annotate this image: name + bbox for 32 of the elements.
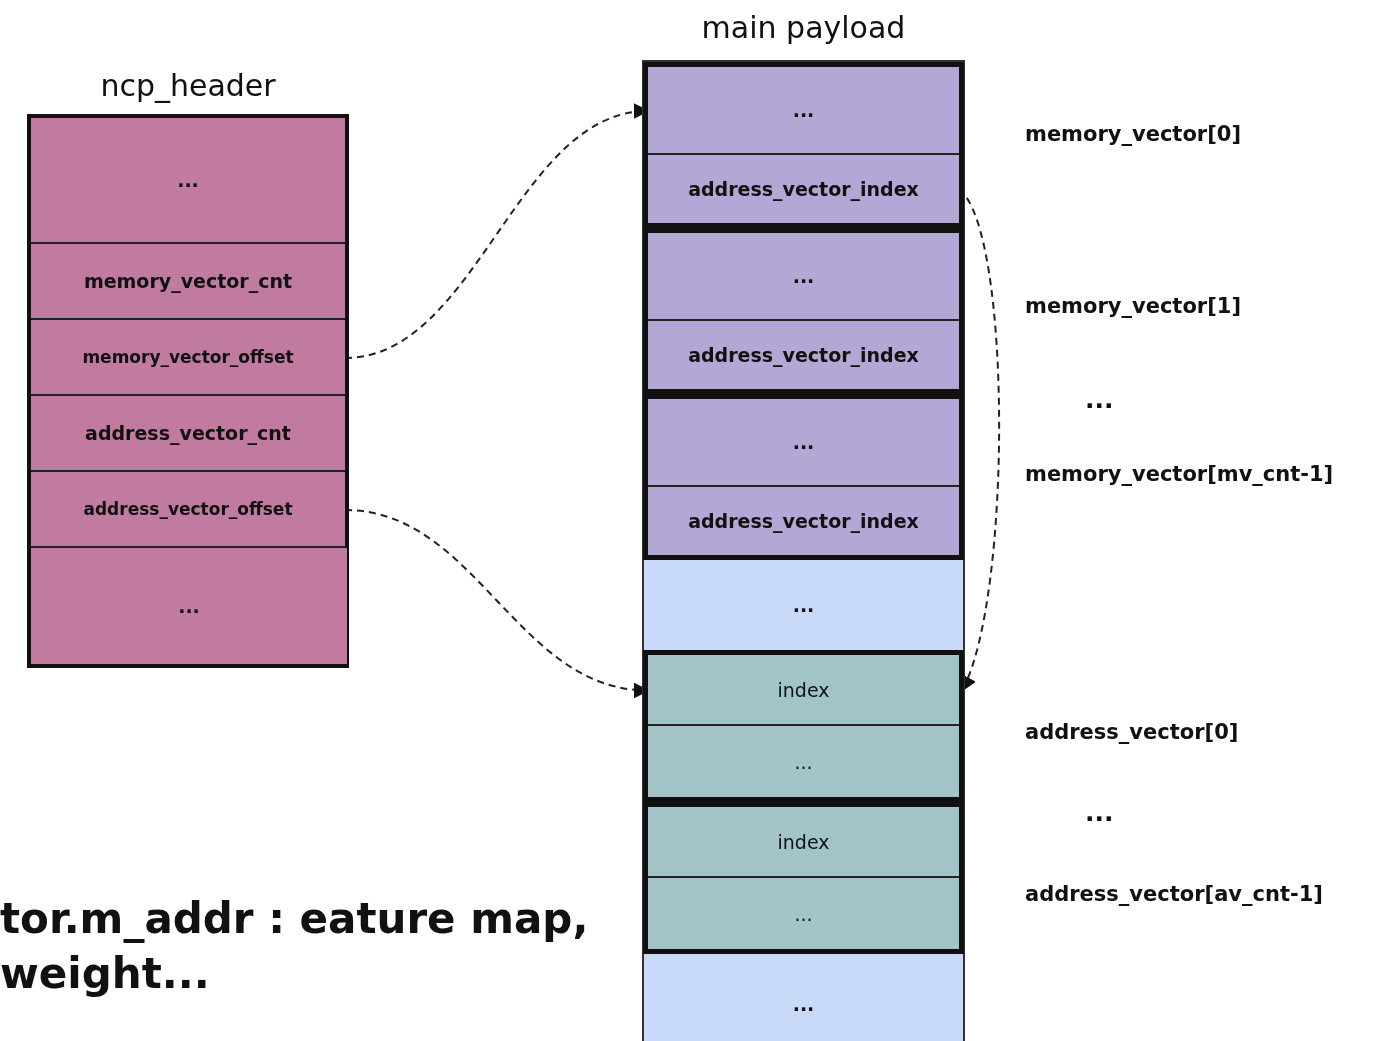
ellipsis-text: ... [794,750,813,773]
note-text: tor.m_addr : eature map, weight... [0,893,590,1000]
ellipsis-text: ... [794,902,813,925]
field-name: address_vector_index [688,344,919,366]
field-name: address_vector_offset [83,499,293,519]
vector-entry-box [643,650,964,802]
vector-entry-box [643,802,964,954]
entry-label: memory_vector[mv_cnt-1] [1025,462,1334,486]
field-name: index [777,678,830,701]
ellipsis-text: ... [792,431,815,453]
ellipsis-text: ... [178,595,200,617]
ellipsis-text: ... [177,169,199,191]
field-name: memory_vector_offset [82,347,294,367]
entry-label: address_vector[0] [1025,720,1239,744]
field-name: address_vector_index [688,510,919,532]
vector-entry-box [643,394,964,560]
field-name: memory_vector_cnt [83,270,293,292]
ellipsis-text: ... [792,99,815,121]
column-title: ncp_header [99,68,277,103]
field-name: index [777,830,830,853]
entry-label: memory_vector[0] [1025,122,1241,146]
field-name: address_vector_index [688,178,919,200]
entry-label: memory_vector[1] [1025,294,1241,318]
ellipsis-text: ... [1085,385,1114,414]
entry-label: address_vector[av_cnt-1] [1025,882,1323,906]
ellipsis-text: ... [1085,798,1114,827]
ellipsis-text: ... [792,594,815,616]
ellipsis-text: ... [792,265,815,287]
vector-entry-box [643,62,964,228]
ellipsis-text: ... [792,993,815,1015]
column-title: main payload [700,10,907,45]
field-name: address_vector_cnt [85,422,291,444]
